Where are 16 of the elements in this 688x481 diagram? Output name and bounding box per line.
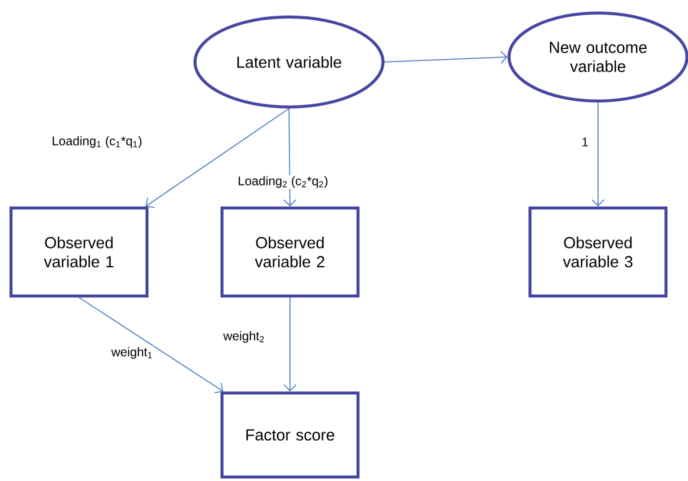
edge-label: weight$_{1}$ xyxy=(111,347,152,359)
edge-label: 1 xyxy=(582,138,588,146)
variable-box: Observed variable 1 xyxy=(10,206,148,298)
arrow xyxy=(592,102,604,206)
variable-box: Factor score xyxy=(220,392,360,478)
edge-label: Loading$_{1}$ (c$_{1}$*q$_{1}$) xyxy=(52,136,142,148)
arrow xyxy=(384,50,508,64)
edge-label: Loading$_{2}$ (c$_{2}$*q$_{2}$) xyxy=(238,176,328,188)
variable-box: Observed variable 2 xyxy=(220,206,360,298)
ellipse-node: Latent variable xyxy=(194,16,384,108)
arrow xyxy=(146,108,290,208)
edge-label: weight$_{2}$ xyxy=(223,331,264,343)
variable-box: Observed variable 3 xyxy=(528,206,668,298)
arrow xyxy=(78,297,224,394)
arrow xyxy=(284,297,296,392)
arrow xyxy=(283,108,296,206)
